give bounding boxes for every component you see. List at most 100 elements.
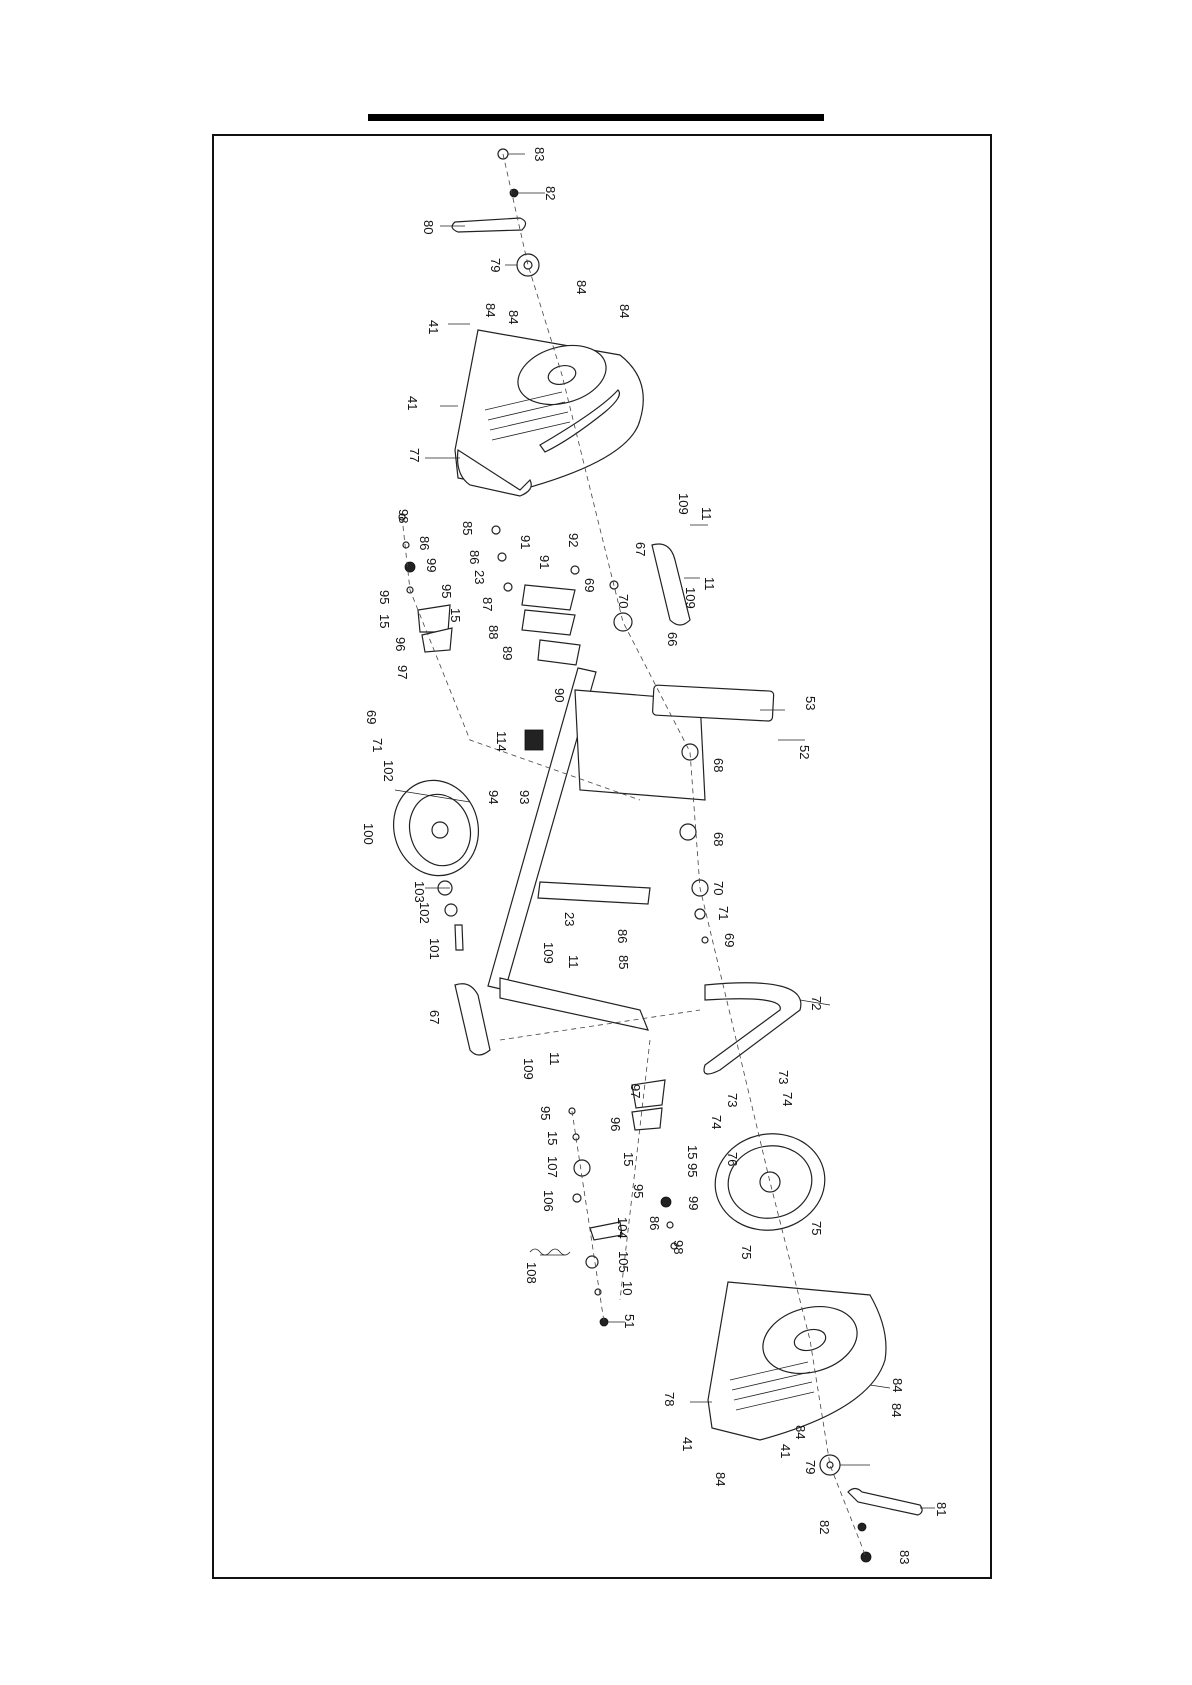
part-label: 96 xyxy=(393,637,408,651)
pulley-part-76 xyxy=(714,1133,826,1231)
part-label: 109 xyxy=(541,942,556,964)
header-rule xyxy=(368,114,824,121)
part-label: 84 xyxy=(793,1425,808,1439)
part-label: 72 xyxy=(809,996,824,1010)
part-label: 95 xyxy=(631,1184,646,1198)
part-label: 69 xyxy=(582,578,597,592)
lower-cover-part-78 xyxy=(707,1281,887,1441)
part-label: 84 xyxy=(617,304,632,318)
end-cap-part-68 xyxy=(681,743,699,761)
part-label: 109 xyxy=(521,1058,536,1080)
part-label: 73 xyxy=(776,1070,791,1084)
right-frame-parts xyxy=(454,543,709,1056)
part-label: 105 xyxy=(616,1251,631,1273)
part-label: 85 xyxy=(460,521,475,535)
part-label: 101 xyxy=(427,938,442,960)
part-label: 86 xyxy=(467,550,482,564)
part-label: 84 xyxy=(890,1378,905,1392)
flywheel-part-100 xyxy=(392,779,480,951)
part-label: 67 xyxy=(427,1010,442,1024)
assembly-axis-lines xyxy=(401,153,867,1558)
part-label: 71 xyxy=(370,738,385,752)
part-label: 109 xyxy=(683,587,698,609)
part-label: 11 xyxy=(547,1052,562,1066)
part-label: 11 xyxy=(699,507,714,521)
part-label: 104 xyxy=(615,1217,630,1239)
part-label: 74 xyxy=(780,1092,795,1106)
part-label: 81 xyxy=(934,1502,949,1516)
part-label: 87 xyxy=(480,597,495,611)
part-label: 69 xyxy=(722,933,737,947)
part-label: 98 xyxy=(396,509,411,523)
part-105 xyxy=(585,1255,599,1269)
part-label: 53 xyxy=(803,696,818,710)
arm-part-104 xyxy=(589,1221,623,1241)
part-label: 71 xyxy=(716,906,731,920)
nut-part-83b xyxy=(860,1551,872,1563)
part-label: 84 xyxy=(483,303,498,317)
part-label: 74 xyxy=(709,1115,724,1129)
part-label: 76 xyxy=(725,1152,740,1166)
part-label: 41 xyxy=(778,1444,793,1458)
nut-part-82b xyxy=(857,1522,867,1532)
part-label: 97 xyxy=(395,665,410,679)
part-label: 75 xyxy=(739,1245,754,1259)
part-label: 84 xyxy=(889,1403,904,1417)
leader-lines xyxy=(394,153,935,1509)
part-label: 86 xyxy=(615,929,630,943)
part-label: 106 xyxy=(541,1190,556,1212)
part-label: 84 xyxy=(713,1472,728,1486)
belt-part-72 xyxy=(703,982,802,1075)
part-label: 95 xyxy=(685,1163,700,1177)
bracket-part-97b xyxy=(631,1079,666,1109)
part-label: 108 xyxy=(524,1262,539,1284)
part-label: 52 xyxy=(797,745,812,759)
part-label: 94 xyxy=(486,790,501,804)
part-label: 15 xyxy=(621,1152,636,1166)
part-label: 68 xyxy=(711,758,726,772)
bearing-part-70 xyxy=(613,612,633,632)
part-label: 10 xyxy=(620,1281,635,1295)
part-label: 92 xyxy=(566,533,581,547)
part-label: 23 xyxy=(472,570,487,584)
part-label: 102 xyxy=(417,902,432,924)
part-label: 91 xyxy=(518,535,533,549)
part-label: 68 xyxy=(711,832,726,846)
part-label: 82 xyxy=(543,186,558,200)
part-label: 84 xyxy=(574,280,589,294)
part-label: 41 xyxy=(426,320,441,334)
part-label: 75 xyxy=(809,1221,824,1235)
part-label: 15 xyxy=(377,614,392,628)
part-label: 96 xyxy=(608,1117,623,1131)
part-label: 23 xyxy=(562,912,577,926)
part-label: 80 xyxy=(421,220,436,234)
part-label: 70 xyxy=(711,881,726,895)
part-label: 83 xyxy=(897,1550,912,1564)
part-label: 98 xyxy=(671,1240,686,1254)
part-label: 99 xyxy=(424,558,439,572)
part-labels: 83 82 80 79 84 84 84 84 41 41 77 109 11 … xyxy=(361,147,949,1564)
part-label: 82 xyxy=(817,1520,832,1534)
part-label: 73 xyxy=(725,1093,740,1107)
main-frame xyxy=(487,667,775,1031)
part-label: 11 xyxy=(702,577,717,591)
part-label: 97 xyxy=(628,1084,643,1098)
part-label: 91 xyxy=(537,555,552,569)
part-label: 95 xyxy=(377,590,392,604)
part-label: 114 xyxy=(494,731,509,752)
block-part-114 xyxy=(524,729,544,751)
part-label: 41 xyxy=(405,396,420,410)
part-label: 85 xyxy=(616,955,631,969)
part-label: 15 xyxy=(685,1145,700,1159)
part-label: 51 xyxy=(622,1314,637,1328)
bracket-part-96b xyxy=(631,1107,663,1131)
bracket-part-96 xyxy=(417,604,451,633)
part-label: 78 xyxy=(662,1392,677,1406)
part-label: 103 xyxy=(412,881,427,903)
part-label: 99 xyxy=(686,1196,701,1210)
bottom-crank-assembly xyxy=(819,1454,923,1563)
part-label: 83 xyxy=(532,147,547,161)
part-label: 11 xyxy=(566,955,581,969)
pads-part-90 xyxy=(537,639,581,666)
